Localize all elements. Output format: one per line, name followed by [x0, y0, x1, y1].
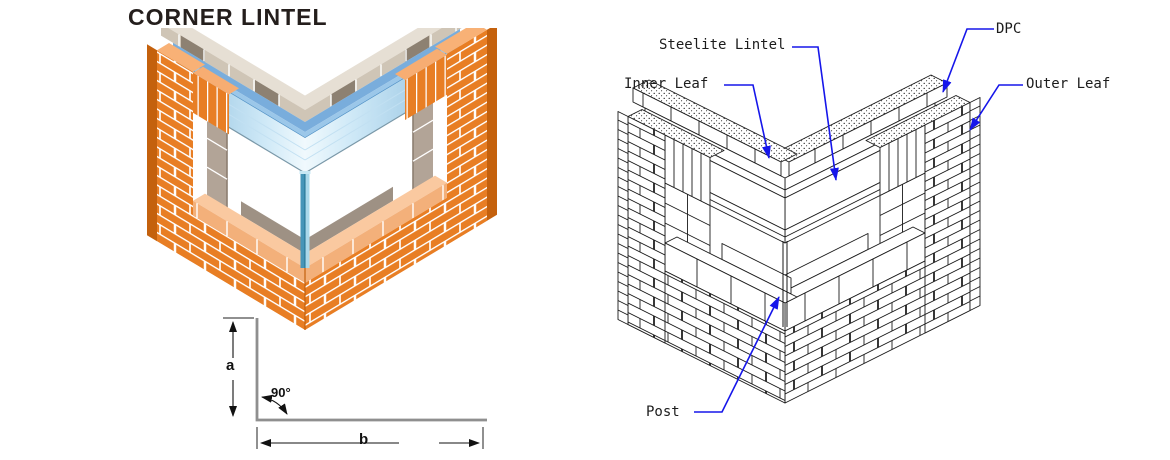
post-label: Post — [646, 404, 680, 420]
angle-profile-diagram — [223, 317, 487, 449]
right-wall-color — [293, 28, 497, 330]
dpc-label: DPC — [996, 21, 1022, 37]
corner-post-line — [782, 241, 788, 327]
leader-lines — [694, 28, 1023, 413]
steelite-lintel-leader — [792, 46, 839, 181]
dimension-a-label: a — [226, 357, 235, 374]
steelite-lintel-label: Steelite Lintel — [659, 37, 786, 53]
line-drawing-corner-wall — [617, 28, 1023, 413]
colored-corner-wall-illustration — [147, 28, 497, 449]
angle-90-label: 90° — [271, 385, 291, 400]
outer-leaf-leader — [969, 84, 1023, 131]
right-wall-line — [772, 74, 981, 404]
inner-leaf-label: Inner Leaf — [624, 76, 709, 92]
left-wall-line — [617, 79, 798, 404]
corner-post-color — [299, 171, 311, 330]
post-leader — [694, 296, 780, 413]
outer-leaf-label: Outer Leaf — [1026, 76, 1111, 92]
dimension-b-label: b — [359, 431, 369, 448]
inner-leaf-leader — [724, 84, 771, 159]
left-wall-color — [147, 28, 317, 330]
page-title: CORNER LINTEL — [128, 4, 328, 30]
dpc-leader — [942, 28, 994, 93]
